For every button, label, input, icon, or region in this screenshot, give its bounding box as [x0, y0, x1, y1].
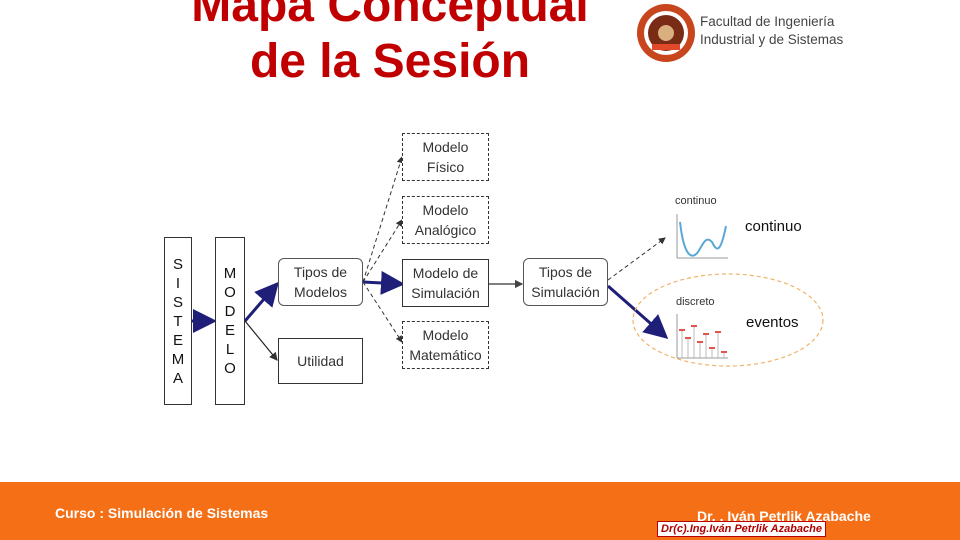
- author-signature-stamp: Dr(c).Ing.Iván Petrlik Azabache: [657, 521, 826, 537]
- eventos-label: eventos: [746, 314, 799, 331]
- modelo-matematico-box: Modelo Matemático: [402, 321, 489, 369]
- continuo-chart-label: continuo: [675, 195, 717, 207]
- continuous-signal-plot: [676, 214, 728, 259]
- utilidad-box: Utilidad: [278, 338, 363, 384]
- tipos-de-modelos-box: Tipos de Modelos: [278, 258, 363, 306]
- modelo-box: M O D E L O: [215, 237, 245, 405]
- sistema-box: S I S T E M A: [164, 237, 192, 405]
- modelo-analogico-box: Modelo Analógico: [402, 196, 489, 244]
- modelo-de-simulacion-box: Modelo de Simulación: [402, 259, 489, 307]
- page-title: Mapa Conceptual de la Sesión: [191, 0, 589, 88]
- tipos-de-simulacion-box: Tipos de Simulación: [523, 258, 608, 306]
- discreto-chart-label: discreto: [676, 296, 715, 308]
- university-seal-logo: [637, 4, 695, 62]
- continuo-label: continuo: [745, 218, 802, 235]
- course-name: Curso : Simulación de Sistemas: [55, 505, 269, 521]
- discrete-signal-plot: [676, 314, 728, 359]
- modelo-fisico-box: Modelo Físico: [402, 133, 489, 181]
- institution-name: Facultad de Ingeniería Industrial y de S…: [700, 14, 844, 47]
- author-name: Dr. . Iván Petrlik Azabache: [697, 508, 871, 524]
